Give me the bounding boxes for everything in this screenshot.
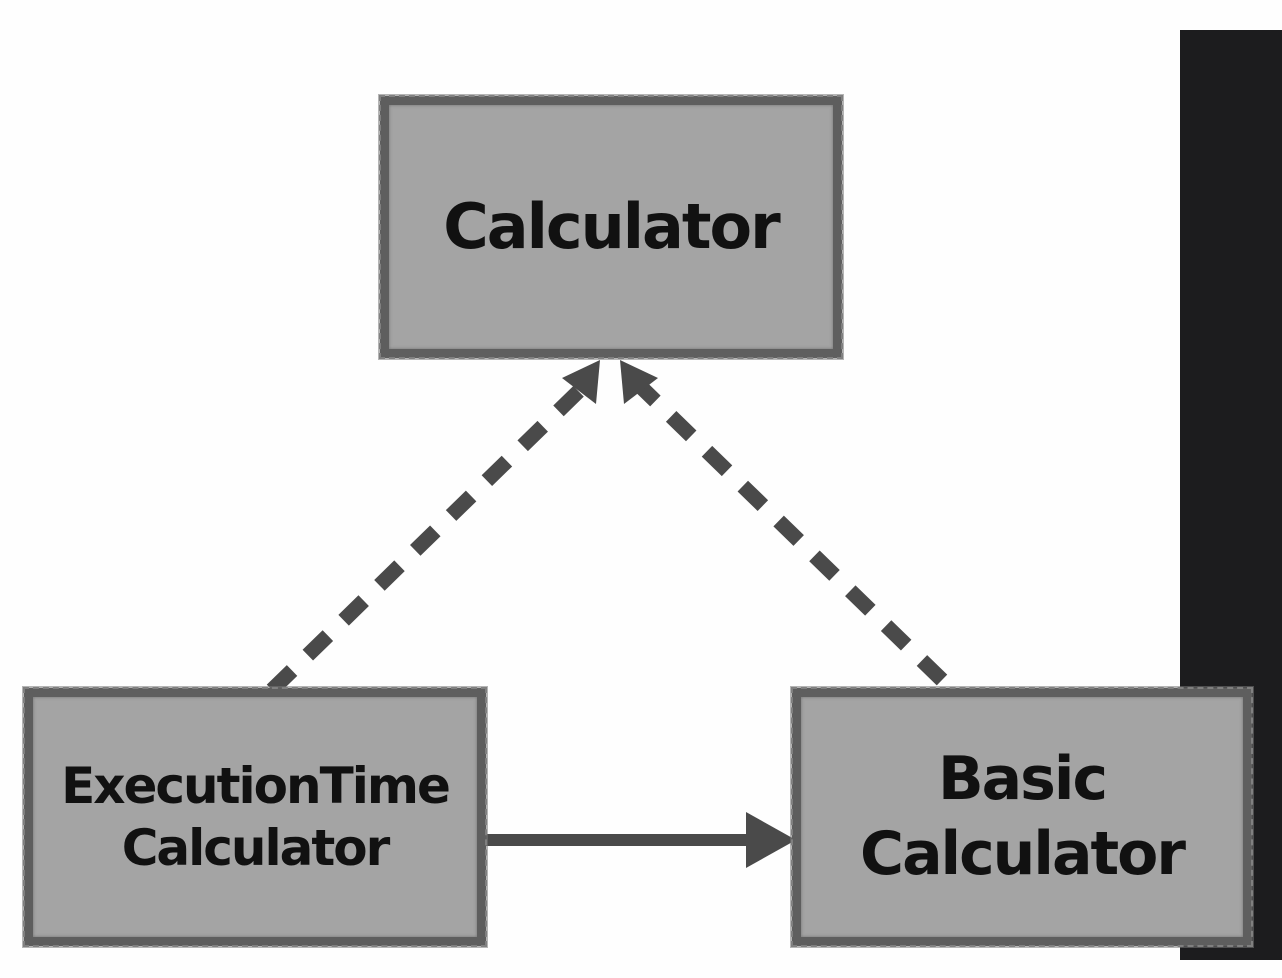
calculator-node-label: Calculator bbox=[443, 190, 780, 264]
execution-time-calculator-line1: ExecutionTime bbox=[61, 756, 451, 815]
arrowhead-execution-time-to-basic bbox=[746, 812, 796, 868]
execution-time-calculator-line2: Calculator bbox=[121, 819, 391, 877]
edge-basic-to-calculator bbox=[634, 380, 948, 686]
basic-calculator-line1: Basic bbox=[937, 744, 1108, 814]
basic-calculator-node: Basic Calculator bbox=[791, 687, 1253, 947]
arrowhead-basic-to-calculator bbox=[620, 360, 658, 404]
execution-time-calculator-node: ExecutionTime Calculator bbox=[23, 687, 487, 947]
edge-execution-time-to-calculator bbox=[266, 380, 590, 696]
calculator-node: Calculator bbox=[379, 95, 843, 359]
arrowhead-execution-time-to-calculator bbox=[562, 360, 600, 404]
basic-calculator-line2: Calculator bbox=[860, 819, 1186, 889]
